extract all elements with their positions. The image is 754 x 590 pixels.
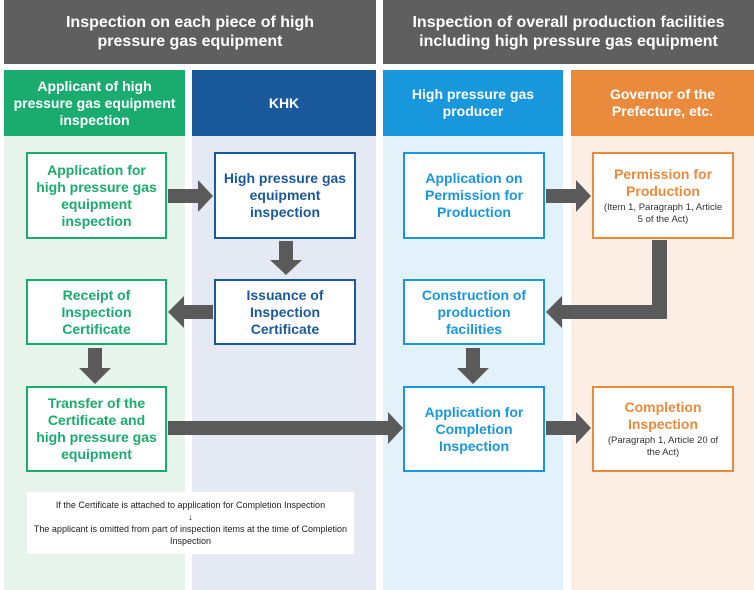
permission-production-label: Permission for Production	[613, 165, 713, 199]
permission-production-reference: (Item 1, Paragraph 1, Article 5 of the A…	[603, 201, 723, 225]
receipt-certificate-label: Receipt of Inspection Certificate	[61, 286, 132, 337]
arrow-right-3	[546, 412, 591, 444]
arrow-down-3	[457, 348, 489, 384]
application-completion-box: Application for Completion Inspection	[403, 386, 545, 472]
application-equipment-inspection-label: Application for high pressure gas equipm…	[36, 161, 157, 229]
construction-label: Construction of production facilities	[421, 286, 527, 337]
column-header-producer: High pressure gas producer	[383, 70, 563, 136]
transfer-certificate-label: Transfer of the Certificate and high pre…	[36, 395, 157, 462]
arrow-bent	[546, 240, 667, 328]
completion-inspection-label: Completion Inspection	[624, 399, 702, 432]
arrow-right-long	[168, 412, 403, 444]
application-permission-label: Application on Permission for Production	[424, 170, 524, 220]
note-line-2: The applicant is omitted from part of in…	[33, 524, 348, 546]
arrow-right-1	[168, 180, 213, 212]
completion-inspection-box: Completion Inspection (Paragraph 1, Arti…	[592, 386, 734, 472]
issuance-certificate-label: Issuance of Inspection Certificate	[246, 286, 324, 337]
note-arrow: ↓	[188, 512, 193, 522]
arrow-left-1	[168, 296, 213, 328]
column-header-applicant: Applicant of high pressure gas equipment…	[4, 70, 185, 136]
permission-production-box: Permission for Production (Item 1, Parag…	[592, 152, 734, 239]
equipment-inspection-label: High pressure gas equipment inspection	[223, 170, 347, 220]
right-section-title: Inspection of overall production facilit…	[383, 0, 754, 64]
column-header-governor: Governor of the Prefecture, etc.	[571, 70, 754, 136]
completion-inspection-reference: (Paragraph 1, Article 20 of the Act)	[607, 435, 719, 458]
column-header-khk: KHK	[192, 70, 376, 136]
certificate-note: If the Certificate is attached to applic…	[27, 492, 354, 554]
arrow-down-2	[79, 348, 111, 384]
issuance-certificate-box: Issuance of Inspection Certificate	[214, 279, 356, 345]
transfer-certificate-box: Transfer of the Certificate and high pre…	[26, 386, 167, 472]
note-line-1: If the Certificate is attached to applic…	[55, 500, 326, 510]
application-equipment-inspection-box: Application for high pressure gas equipm…	[26, 152, 167, 239]
arrow-right-2	[546, 180, 591, 212]
arrow-down-1	[270, 241, 302, 275]
construction-box: Construction of production facilities	[403, 279, 545, 345]
equipment-inspection-box: High pressure gas equipment inspection	[214, 152, 356, 239]
application-permission-box: Application on Permission for Production	[403, 152, 545, 239]
receipt-certificate-box: Receipt of Inspection Certificate	[26, 279, 167, 345]
application-completion-label: Application for Completion Inspection	[424, 403, 524, 454]
left-section-title: Inspection on each piece of high pressur…	[4, 0, 376, 64]
